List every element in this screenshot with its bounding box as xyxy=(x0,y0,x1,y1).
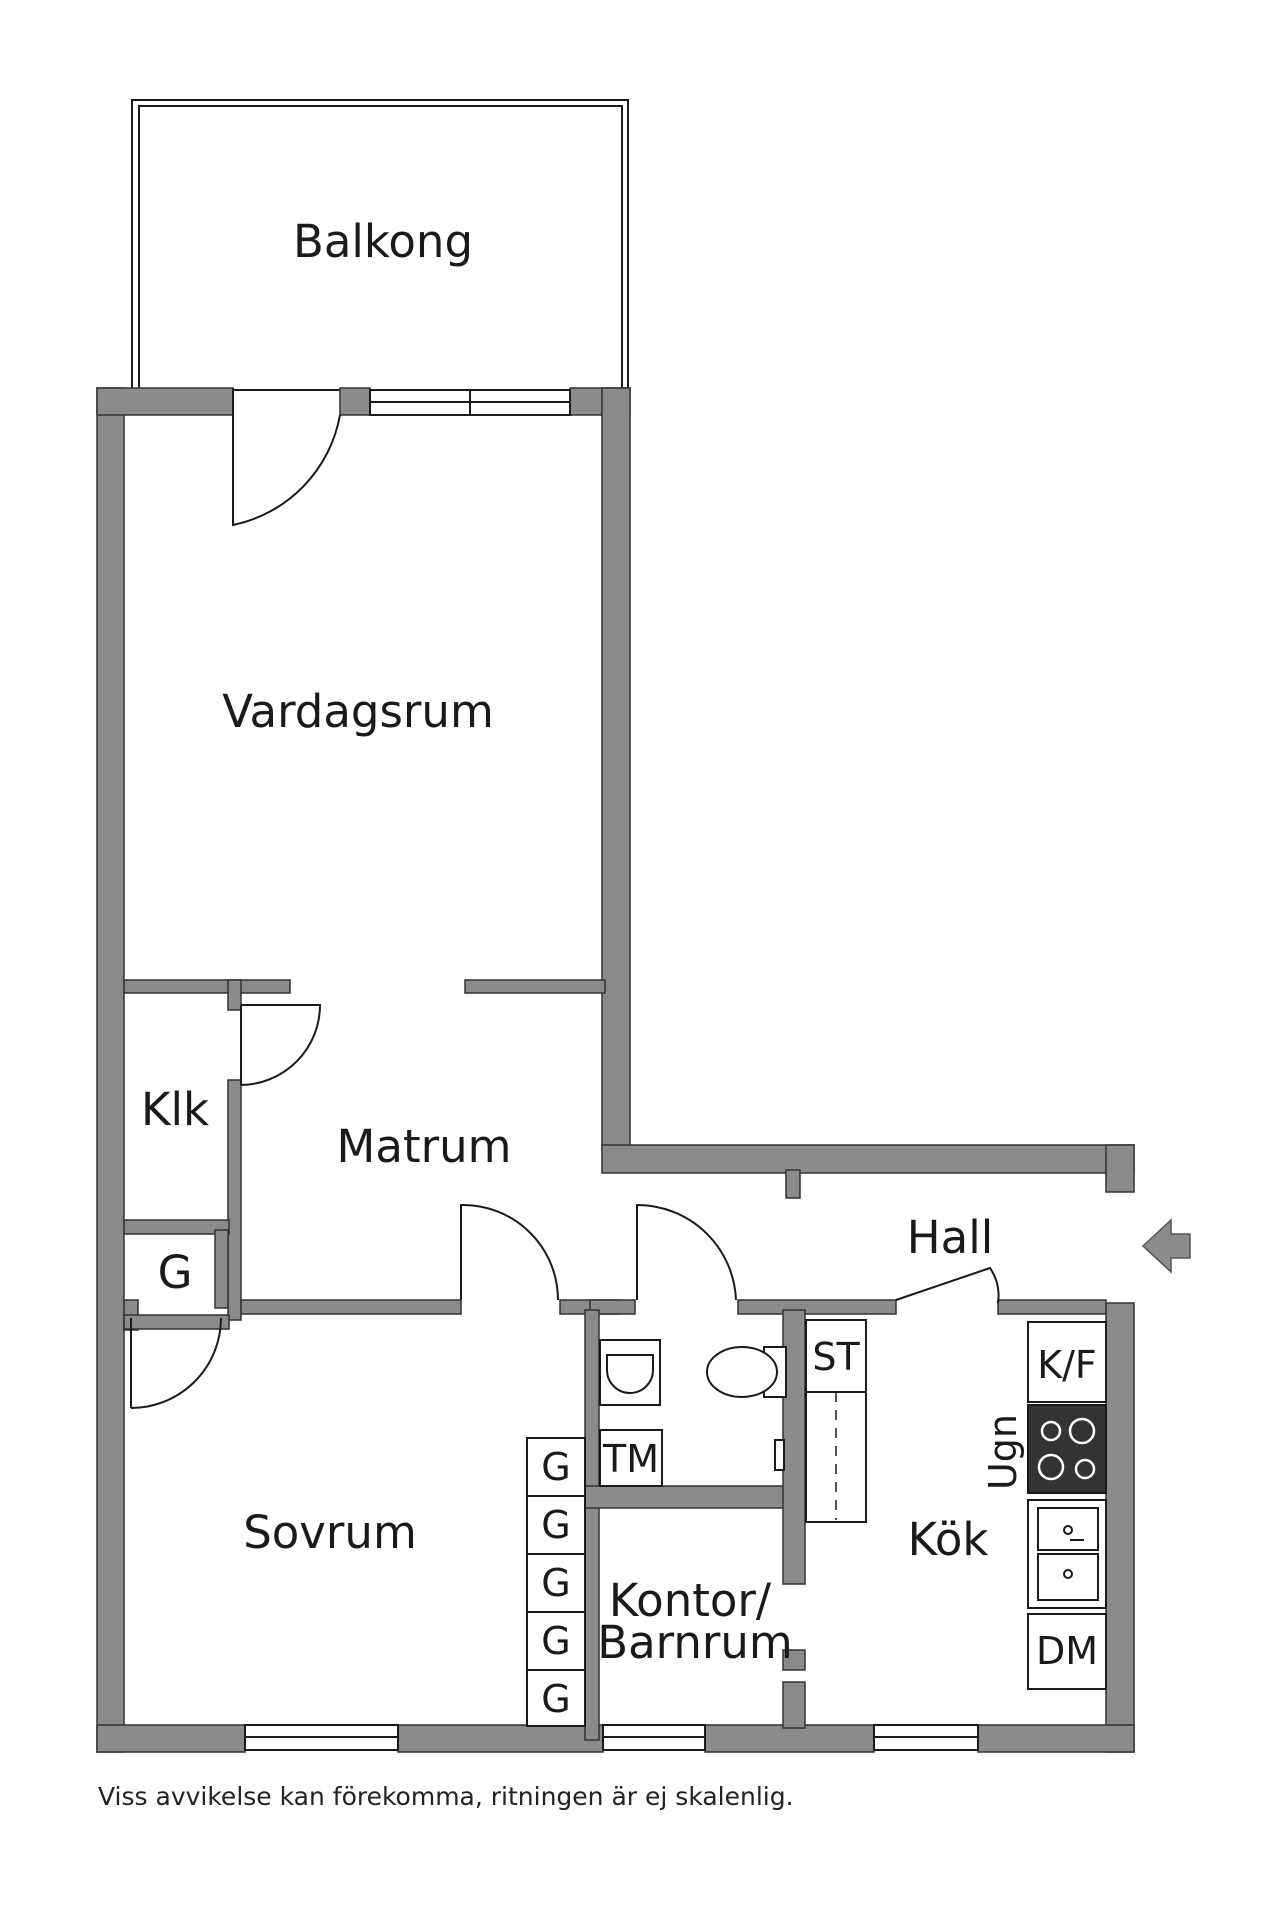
stove-burners xyxy=(1037,1417,1096,1481)
room-label-kok: Kök xyxy=(908,1513,989,1566)
room-label-klk: Klk xyxy=(141,1083,209,1136)
wardrobe-label: G xyxy=(541,1445,570,1489)
fixture-label-dm: DM xyxy=(1036,1629,1098,1673)
bathroom-fixtures xyxy=(599,1339,787,1487)
room-label-barnrum: Barnrum xyxy=(597,1616,793,1669)
room-label-balkong: Balkong xyxy=(293,215,473,268)
room-label-matrum: Matrum xyxy=(337,1120,512,1173)
room-label-hall: Hall xyxy=(907,1211,993,1264)
doors xyxy=(130,388,1000,1409)
wardrobe-label: G xyxy=(541,1503,570,1547)
fixture-label-st: ST xyxy=(812,1335,860,1379)
fixture-label-kf: K/F xyxy=(1037,1343,1097,1387)
fixture-label-ugn: Ugn xyxy=(981,1414,1025,1490)
room-label-g-closet: G xyxy=(158,1246,193,1299)
wardrobe-label: G xyxy=(541,1677,570,1721)
wardrobe-label: G xyxy=(541,1561,570,1605)
kitchen-fixtures xyxy=(805,1319,1107,1690)
walls xyxy=(96,387,1135,1753)
room-label-kontor: Kontor/ xyxy=(609,1574,772,1627)
wardrobe xyxy=(526,1437,586,1727)
room-label-vardagsrum: Vardagsrum xyxy=(222,685,494,738)
entrance-arrow-icon xyxy=(1141,1218,1191,1274)
windows xyxy=(244,389,979,1751)
room-label-sovrum: Sovrum xyxy=(243,1506,417,1559)
fixture-label-tm: TM xyxy=(602,1437,659,1481)
disclaimer-text: Viss avvikelse kan förekomma, ritningen … xyxy=(98,1782,794,1811)
wardrobe-label: G xyxy=(541,1619,570,1663)
